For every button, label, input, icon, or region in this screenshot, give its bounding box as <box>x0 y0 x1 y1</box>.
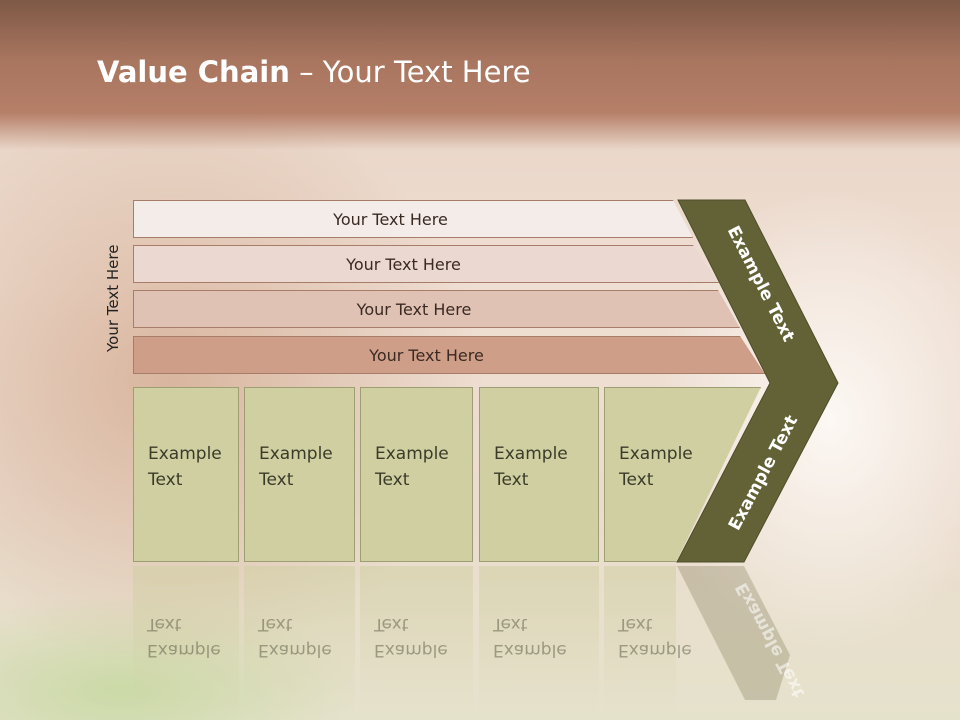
box-reflection-text-1: Example Text <box>133 566 239 716</box>
slide-title: Value Chain – Your Text Here <box>97 55 531 89</box>
activity-box-4[interactable]: Example Text <box>479 387 599 562</box>
box-reflection-text-4-line1: Example <box>493 640 567 660</box>
box-reflection-text-5-line1: Example <box>618 640 692 660</box>
title-rest: – Your Text Here <box>289 55 531 89</box>
activity-box-4-line1: Example <box>494 444 568 464</box>
activity-box-5-line1: Example <box>619 444 693 464</box>
box-reflection-text-5: Example Text <box>604 566 734 716</box>
box-reflection-text-2-line2: Text <box>258 614 293 634</box>
activity-box-3[interactable]: Example Text <box>360 387 473 562</box>
box-reflection-1 <box>133 566 239 716</box>
box-reflection-3 <box>360 566 473 716</box>
box-reflection-text-4-line2: Text <box>493 614 528 634</box>
box-reflection-text-5-line2: Text <box>618 614 653 634</box>
activity-box-1[interactable]: Example Text <box>133 387 239 562</box>
bar-3-label: Your Text Here <box>356 299 472 319</box>
box-reflection-text-3: Example Text <box>360 566 473 716</box>
chevron-shape <box>676 199 839 563</box>
chevron-reflection <box>677 566 790 700</box>
box-reflection-2 <box>244 566 355 716</box>
activity-box-1-line2: Text <box>148 470 183 490</box>
activity-box-3-line2: Text <box>375 470 410 490</box>
box-reflection-5 <box>604 566 676 716</box>
activity-box-5-line2: Text <box>619 470 654 490</box>
bar-1[interactable]: Your Text Here <box>133 200 693 238</box>
title-bold: Value Chain <box>97 55 290 89</box>
activity-box-2-line2: Text <box>259 470 294 490</box>
bar-1-label: Your Text Here <box>333 209 448 229</box>
title-banner <box>0 0 960 150</box>
activity-box-2-line1: Example <box>259 444 333 464</box>
box-reflection-text-3-line2: Text <box>374 614 409 634</box>
bar-2-label: Your Text Here <box>346 254 461 274</box>
box-reflection-4 <box>479 566 599 716</box>
box-reflection-text-1-line2: Text <box>147 614 182 634</box>
activity-box-3-line1: Example <box>375 444 449 464</box>
activity-box-1-line1: Example <box>148 444 222 464</box>
box-reflection-text-4: Example Text <box>479 566 599 716</box>
bar-2[interactable]: Your Text Here <box>133 245 719 283</box>
activity-box-4-line2: Text <box>494 470 529 490</box>
activity-box-2[interactable]: Example Text <box>244 387 355 562</box>
box-reflection-text-2-line1: Example <box>258 640 332 660</box>
bar-4-label: Your Text Here <box>369 345 484 365</box>
bar-3[interactable]: Your Text Here <box>133 290 740 328</box>
bar-4[interactable]: Your Text Here <box>133 336 765 374</box>
box-reflection-text-2: Example Text <box>244 566 355 716</box>
box-reflection-text-3-line1: Example <box>374 640 448 660</box>
box-reflection-text-1-line1: Example <box>147 640 221 660</box>
